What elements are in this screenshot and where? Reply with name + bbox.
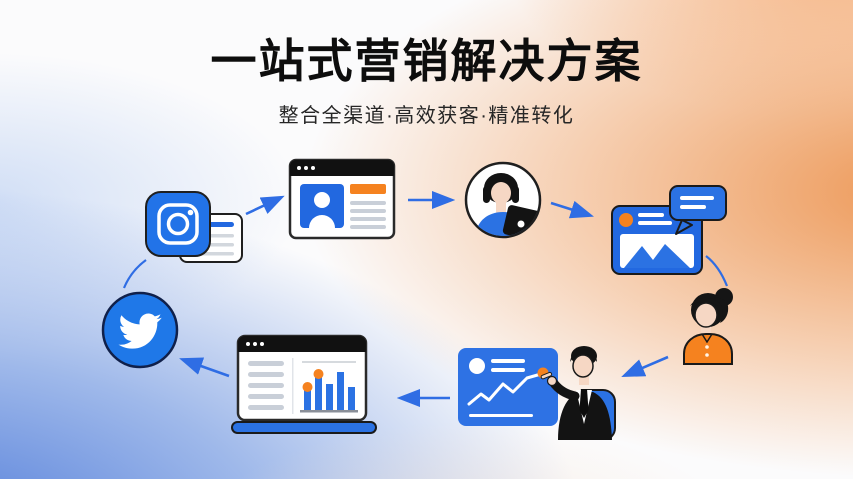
- instagram-icon: [145, 191, 243, 263]
- arrow-laptop-to-twitter: [179, 357, 230, 378]
- arrow-post-to-customer: [705, 255, 729, 287]
- arrow-instagram-to-profile: [245, 195, 285, 216]
- arrow-customer-to-board: [621, 355, 669, 378]
- customer-figure: [683, 288, 733, 365]
- arrow-twitter-to-instagram: [122, 259, 147, 289]
- profile-browser-window: [288, 158, 396, 240]
- node-agent-avatar: [463, 160, 543, 240]
- presentation-board: [458, 346, 616, 440]
- page-subtitle: 整合全渠道·高效获客·精准转化: [278, 105, 575, 127]
- social-post-window: [611, 185, 727, 275]
- page-title: 一站式营销解决方案: [210, 35, 643, 87]
- analytics-laptop: [231, 334, 377, 434]
- node-profile-window: [288, 158, 396, 240]
- node-twitter: [101, 291, 179, 369]
- node-analytics-laptop: [230, 332, 378, 436]
- support-agent-avatar: [464, 161, 542, 239]
- node-social-post: [608, 184, 730, 278]
- arrow-agent-to-post: [550, 200, 594, 219]
- node-instagram: [140, 188, 245, 268]
- twitter-icon: [101, 291, 179, 369]
- node-customer: [672, 286, 748, 366]
- node-presentation: [455, 340, 620, 440]
